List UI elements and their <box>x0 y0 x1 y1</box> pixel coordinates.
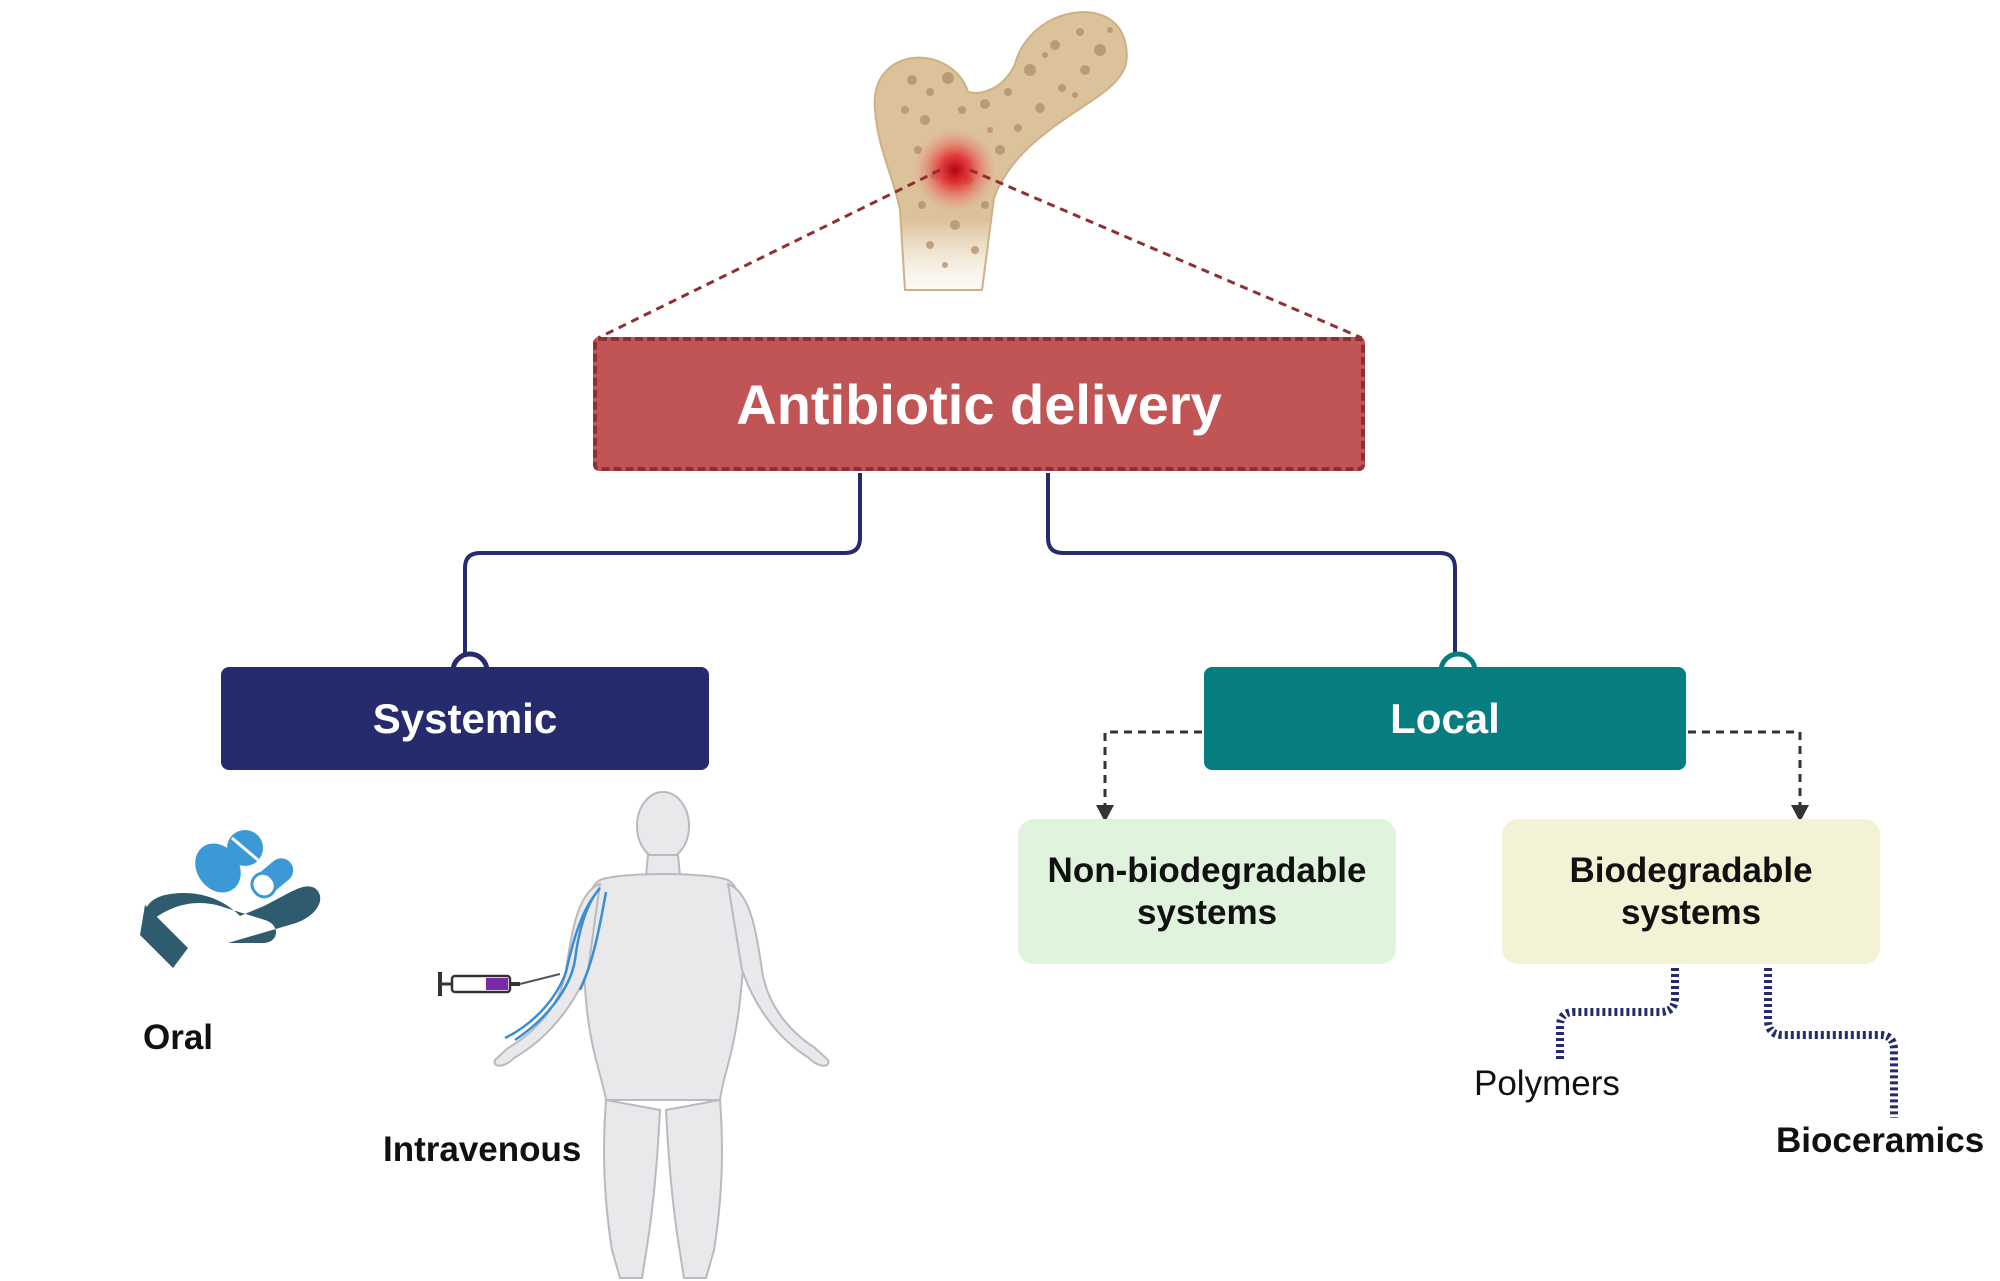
material-connectors <box>1556 968 1898 1118</box>
femur-bone-illustration <box>873 10 1128 291</box>
local-box: Local <box>1204 667 1686 770</box>
tree-connectors <box>463 473 1457 668</box>
systemic-label: Systemic <box>372 694 558 742</box>
human-body-figure <box>493 791 830 1279</box>
biodegradable-label-line1: Biodegradable <box>1569 850 1813 890</box>
bioceramics-label: Bioceramics <box>1776 1121 1985 1160</box>
oral-label: Oral <box>143 1018 214 1057</box>
biodegradable-label-line2: systems <box>1620 892 1762 932</box>
non-biodegradable-label-line2: systems <box>1136 892 1278 932</box>
infection-site-icon <box>913 128 997 212</box>
arrowhead-non-biodegradable <box>1096 805 1114 822</box>
pills-in-hand-icon <box>140 830 321 968</box>
local-arrows <box>1103 730 1802 805</box>
local-label: Local <box>1390 694 1500 742</box>
biodegradable-box: Biodegradable systems <box>1502 819 1880 964</box>
polymers-label: Polymers <box>1474 1064 1620 1103</box>
zoom-lines <box>597 168 1363 340</box>
antibiotic-delivery-label: Antibiotic delivery <box>736 372 1222 436</box>
syringe-icon <box>438 972 561 996</box>
antibiotic-delivery-box: Antibiotic delivery <box>593 337 1365 471</box>
non-biodegradable-box: Non-biodegradable systems <box>1018 819 1396 964</box>
systemic-box: Systemic <box>221 667 709 770</box>
arm-veins-icon <box>504 887 608 1042</box>
non-biodegradable-label-line1: Non-biodegradable <box>1047 850 1367 890</box>
intravenous-label: Intravenous <box>383 1130 582 1169</box>
arrowhead-biodegradable <box>1791 805 1809 822</box>
